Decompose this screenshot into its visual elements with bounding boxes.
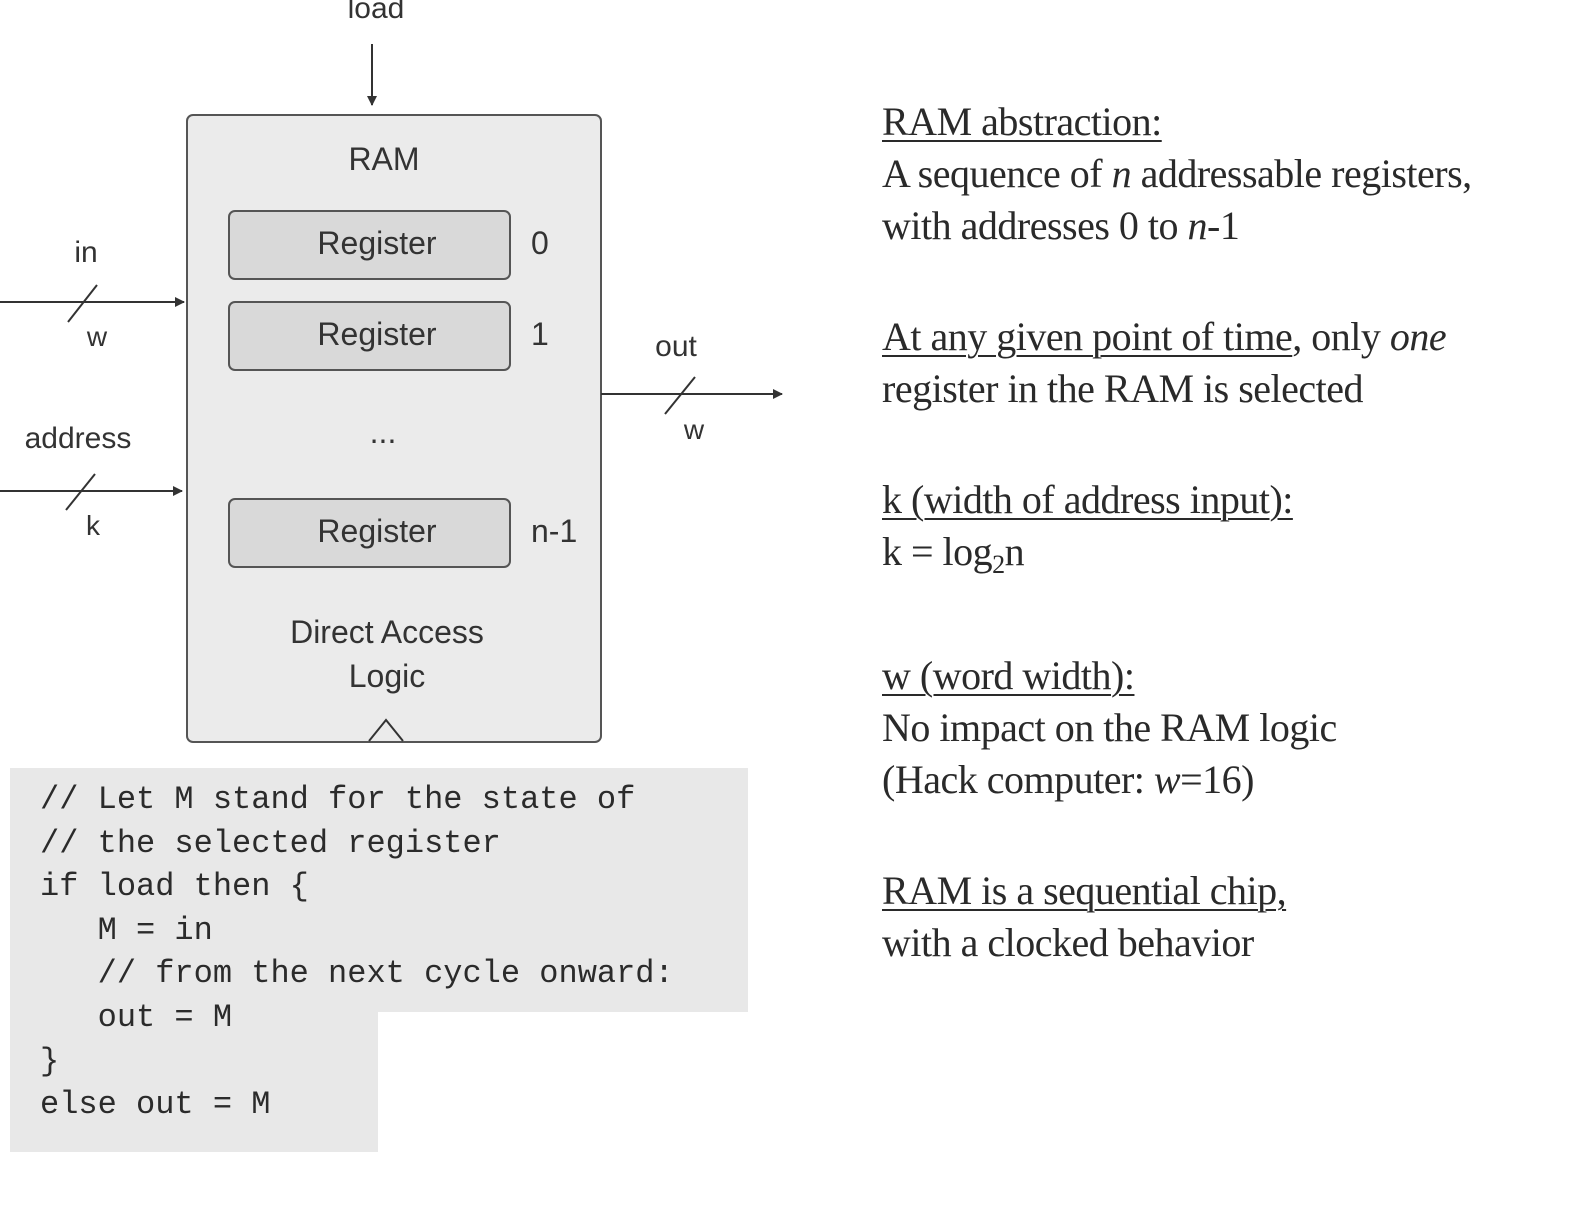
ram-diagram: load RAM Register 0 Register 1 ... Regis… [0, 0, 783, 743]
register-0 [228, 210, 511, 280]
code-line: out = M [40, 998, 233, 1036]
direct-access-label: Direct Access [290, 614, 484, 650]
note-w-line1: No impact on the RAM logic [882, 705, 1337, 750]
out-label: out [655, 330, 697, 363]
register-n-1-label: Register [317, 513, 437, 549]
note-k-heading: k (width of address input): [882, 477, 1293, 522]
code-line: if load then { [40, 868, 309, 906]
note-selection-heading: At any given point of time [882, 314, 1293, 359]
notes-panel: RAM abstraction: A sequence of n address… [882, 96, 1582, 1028]
note-k: k (width of address input): k = log2n [882, 474, 1582, 591]
address-bus-slash [65, 473, 96, 511]
register-n-1 [228, 498, 511, 568]
note-abstraction-line1: A sequence of n addressable registers, [882, 151, 1472, 196]
load-label: load [348, 0, 405, 25]
code-line: // the selected register [40, 824, 501, 862]
note-selection-line2: register in the RAM is selected [882, 366, 1364, 411]
logic-label: Logic [349, 658, 426, 694]
register-1-index: 1 [531, 316, 549, 352]
code-line: } [40, 1042, 60, 1080]
register-0-index: 0 [531, 225, 549, 261]
register-ellipsis: ... [370, 414, 397, 450]
address-width-label: k [86, 510, 101, 541]
ram-chip-title: RAM [348, 141, 419, 177]
white-overlay [378, 1012, 1594, 1211]
note-abstraction-heading: RAM abstraction: [882, 99, 1162, 144]
note-sequential-line2: with a clocked behavior [882, 920, 1254, 965]
code-line: M = in [40, 911, 213, 949]
note-w: w (word width): No impact on the RAM log… [882, 650, 1582, 806]
code-line: // Let M stand for the state of [40, 781, 636, 818]
register-1 [228, 301, 511, 371]
code-line: // from the next cycle onward: [40, 955, 674, 993]
note-w-heading: w (word width): [882, 653, 1135, 698]
note-selection-line1: At any given point of time, only one [882, 314, 1447, 359]
pseudocode-panel: // Let M stand for the state of // the s… [10, 768, 748, 1152]
note-sequential-heading: RAM is a sequential chip, [882, 868, 1287, 913]
note-selection: At any given point of time, only one reg… [882, 311, 1582, 415]
in-width-label: w [86, 321, 108, 352]
code-line: else out = M [40, 1086, 271, 1124]
out-bus-slash [664, 376, 696, 415]
note-abstraction-line2: with addresses 0 to n-1 [882, 203, 1240, 248]
in-bus-slash [67, 284, 98, 323]
address-label: address [25, 422, 132, 455]
register-n-1-index: n-1 [531, 513, 577, 549]
register-0-label: Register [317, 225, 437, 261]
register-1-label: Register [317, 316, 437, 352]
note-abstraction: RAM abstraction: A sequence of n address… [882, 96, 1582, 252]
out-width-label: w [683, 414, 705, 445]
note-k-formula: k = log2n [882, 529, 1025, 579]
note-w-line2: (Hack computer: w=16) [882, 757, 1254, 802]
note-sequential: RAM is a sequential chip, with a clocked… [882, 865, 1582, 969]
clock-triangle-icon [368, 718, 404, 742]
in-label: in [74, 236, 97, 269]
